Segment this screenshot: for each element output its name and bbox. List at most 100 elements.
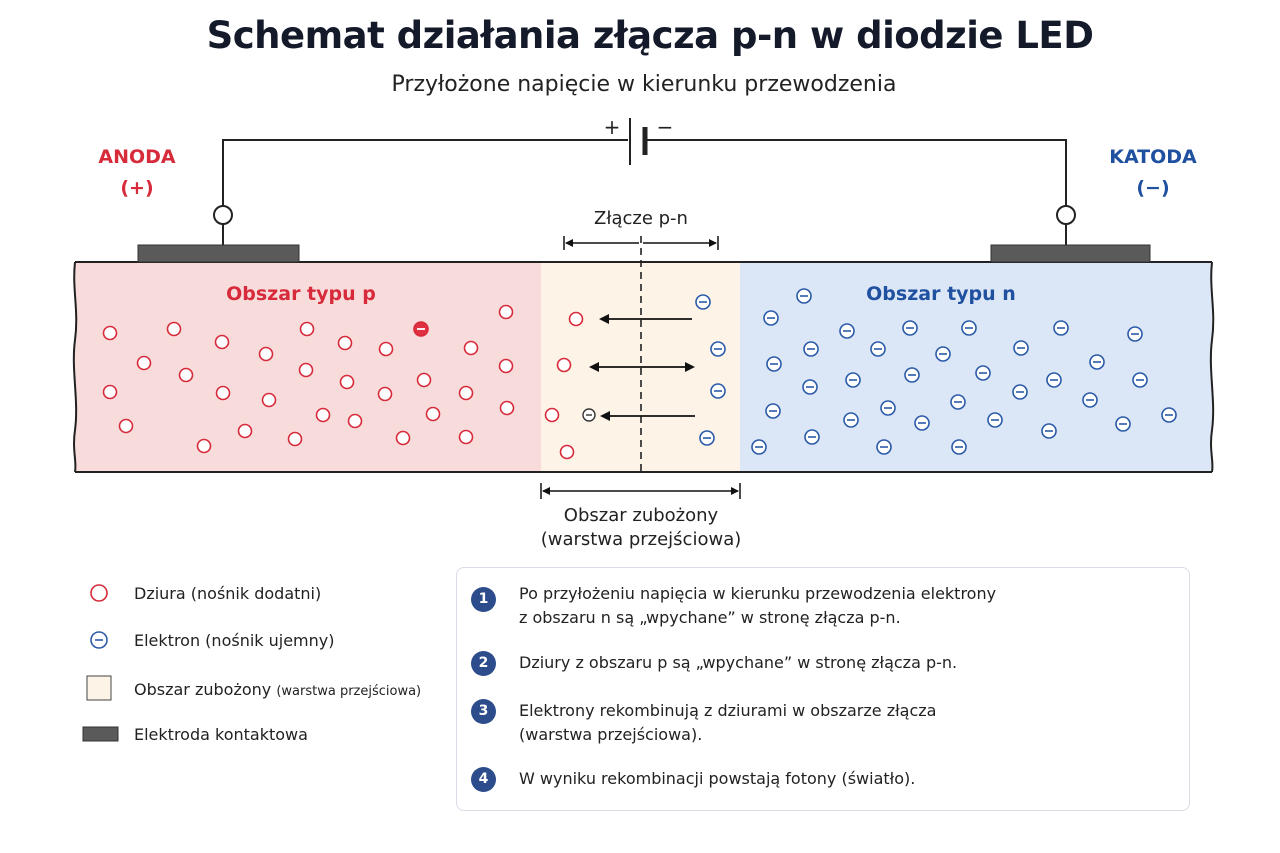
electron-minus-icon [1046,372,1062,388]
electron-minus-icon [935,346,951,362]
electron-minus-icon [914,415,930,431]
step-text: Elektrony rekombinują z dziurami w obsza… [519,701,937,744]
hole-circle-icon [337,335,353,351]
anode-electrode [137,244,300,263]
anode-sign: (+) [120,177,153,199]
battery-plus-sign: + [604,115,621,139]
battery-minus-sign: − [657,115,674,139]
electron-minus-icon [880,400,896,416]
legend-depletion-main: Obszar zubożony [134,680,272,699]
electron-minus-icon [763,310,779,326]
electron-minus-icon [987,412,1003,428]
hole-circle-icon [458,385,474,401]
electron-minus-icon [765,403,781,419]
electron-minus-icon [876,439,892,455]
hole-circle-icon [178,367,194,383]
step-number-badge: 3 [471,699,496,724]
hole-circle-icon [498,358,514,374]
legend-depletion-label: Obszar zubożony (warstwa przejściowa) [134,680,421,699]
junction-label: Złącze p-n [594,208,688,229]
electron-minus-icon [961,320,977,336]
electron-minus-icon [1089,354,1105,370]
electron-minus-icon [1082,392,1098,408]
electron-minus-icon [1041,423,1057,439]
step-number-badge: 1 [471,587,496,612]
hole-circle-icon [378,341,394,357]
electron-minus-icon [710,341,726,357]
legend-electron-label: Elektron (nośnik ujemny) [134,631,335,650]
step-number-badge: 4 [471,767,496,792]
electron-minus-icon [695,294,711,310]
electron-minus-icon [1132,372,1148,388]
electron-minus-icon [975,365,991,381]
electron-minus-icon [751,439,767,455]
hole-circle-icon [299,321,315,337]
hole-circle-icon [102,325,118,341]
hole-circle-icon [237,423,253,439]
hole-circle-icon [416,372,432,388]
legend-electrode-swatch [82,726,119,742]
carrier-flow-arrows [589,314,695,421]
electron-minus-icon [904,367,920,383]
cathode-electrode [990,244,1151,263]
electron-minus-icon [804,429,820,445]
hole-circle-icon [559,444,575,460]
step-text: Dziury z obszaru p są „wpychane” w stron… [519,653,958,672]
cathode-sign: (−) [1136,177,1169,199]
cathode-terminal [1056,205,1076,225]
p-region-holes [102,304,515,454]
hole-circle-icon [196,438,212,454]
hole-circle-icon [377,386,393,402]
page-title: Schemat działania złącza p-n w diodzie L… [206,14,1094,57]
electron-minus-icon [802,379,818,395]
electron-minus-icon [710,383,726,399]
p-region-label: Obszar typu p [226,283,376,305]
electron-minus-icon [1053,320,1069,336]
electron-minus-icon [803,341,819,357]
electron-minus-icon [870,341,886,357]
legend-electrode-label: Elektroda kontaktowa [134,725,308,744]
electron-minus-icon [1013,340,1029,356]
electron-minus-icon [1161,407,1177,423]
hole-circle-icon [118,418,134,434]
step-number-badge: 2 [471,651,496,676]
legend-depletion-note: (warstwa przejściowa) [276,684,422,699]
cathode-label: KATODA [1109,146,1197,168]
depletion-label-line2: (warstwa przejściowa) [541,529,742,550]
electron-minus-icon [839,323,855,339]
hole-circle-icon [287,431,303,447]
electron-minus-icon [951,439,967,455]
hole-circle-icon [556,357,572,373]
junction-dimension [563,236,719,250]
electron-minus-icon [766,356,782,372]
hole-circle-icon [568,311,584,327]
depletion-dimension [540,483,741,499]
electron-minus-icon [843,412,859,428]
electron-minus-icon [1012,384,1028,400]
explanation-panel [456,567,1190,811]
depletion-label-line1: Obszar zubożony [564,505,719,526]
hole-circle-icon [315,407,331,423]
depletion-electrons [695,294,726,446]
hole-circle-icon [395,430,411,446]
hole-circle-icon [544,407,560,423]
legend-hole-icon [90,584,108,602]
hole-circle-icon [499,400,515,416]
depletion-holes [544,311,584,460]
legend-electron-icon [90,631,108,649]
depletion-electron [582,408,596,422]
hole-circle-icon [458,429,474,445]
hole-circle-icon [463,340,479,356]
electron-minus-icon [902,320,918,336]
electron-minus-icon [1127,326,1143,342]
hole-circle-icon [215,385,231,401]
hole-circle-icon [136,355,152,371]
step-text: W wyniku rekombinacji powstają fotony (ś… [519,769,916,788]
anode-label: ANODA [98,146,176,168]
n-region-electrons [751,288,1177,455]
legend-hole-label: Dziura (nośnik dodatni) [134,584,322,603]
hole-circle-icon [425,406,441,422]
hole-circle-icon [339,374,355,390]
step-text: Po przyłożeniu napięcia w kierunku przew… [519,584,997,627]
electron-minus-icon [1115,416,1131,432]
